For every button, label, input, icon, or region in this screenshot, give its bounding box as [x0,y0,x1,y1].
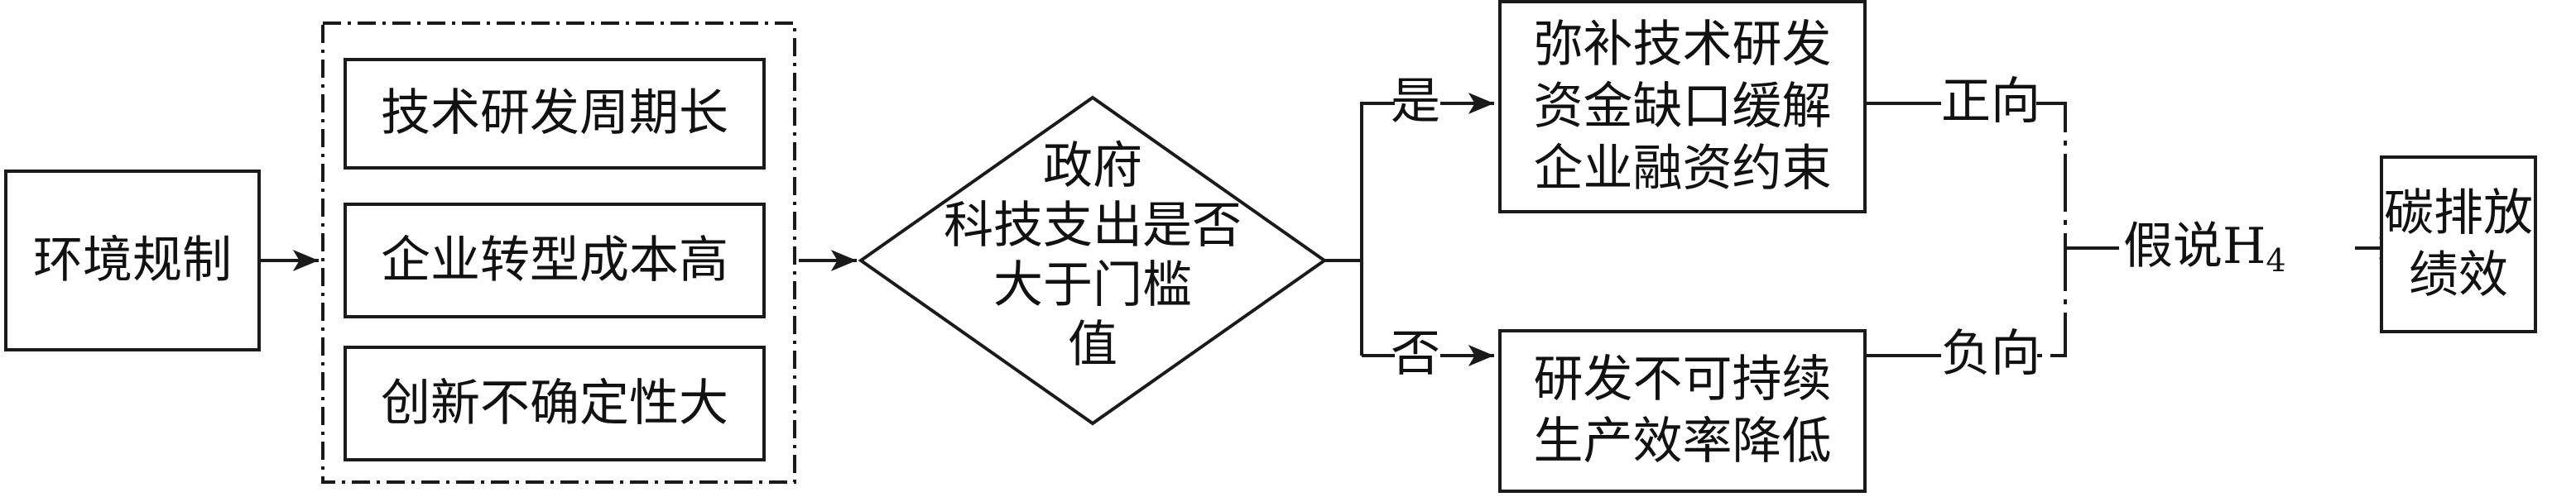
positive-label: 正向 [1941,73,2040,131]
decision-text: 政府 科技支出是否 大于门槛 值 [944,137,1242,374]
factor-box-rd-cycle: 技术研发周期长 [344,58,766,170]
env-regulation-box: 环境规制 [4,170,261,351]
no-label: 否 [1391,325,1440,383]
no-outcome-box: 研发不可持续 生产效率降低 [1498,329,1867,493]
yes-outcome-box: 弥补技术研发 资金缺口缓解 企业融资约束 [1498,0,1867,213]
factor-box-transition-cost: 企业转型成本高 [344,203,766,318]
factor-box-uncertainty: 创新不确定性大 [344,346,766,461]
branch-line [1324,102,1395,262]
factors-group-border [321,22,796,484]
hypothesis-label: 假说H4 [2123,217,2286,279]
yes-label: 是 [1391,73,1440,131]
carbon-performance-box: 碳排放 绩效 [2380,155,2537,333]
merge-bracket [2036,102,2067,357]
negative-label: 负向 [1941,325,2040,383]
